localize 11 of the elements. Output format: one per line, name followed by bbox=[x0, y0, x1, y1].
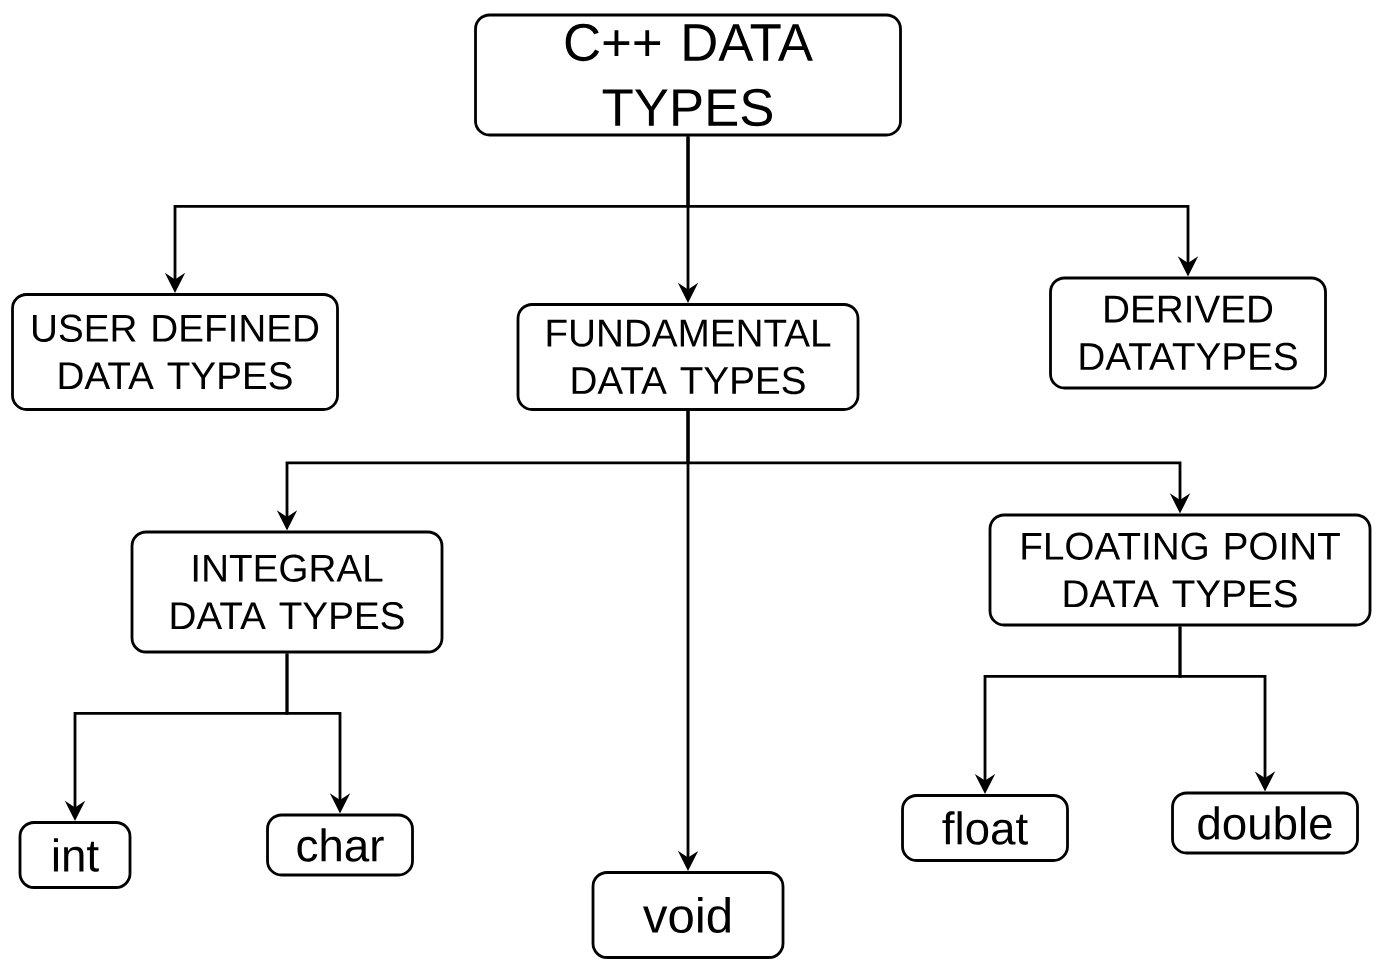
type-box: void bbox=[591, 871, 785, 959]
type-box: int bbox=[18, 821, 132, 889]
type-box: FUNDAMENTAL DATA TYPES bbox=[516, 303, 860, 411]
type-box: C++ DATA TYPES bbox=[474, 13, 902, 137]
type-box: INTEGRAL DATA TYPES bbox=[130, 530, 444, 654]
type-box: DERIVED DATATYPES bbox=[1049, 276, 1327, 390]
type-box: FLOATING POINT DATA TYPES bbox=[988, 513, 1372, 627]
type-box: USER DEFINED DATA TYPES bbox=[11, 293, 339, 411]
type-box: float bbox=[901, 794, 1069, 862]
type-box: double bbox=[1171, 791, 1359, 855]
type-box: char bbox=[266, 813, 414, 877]
